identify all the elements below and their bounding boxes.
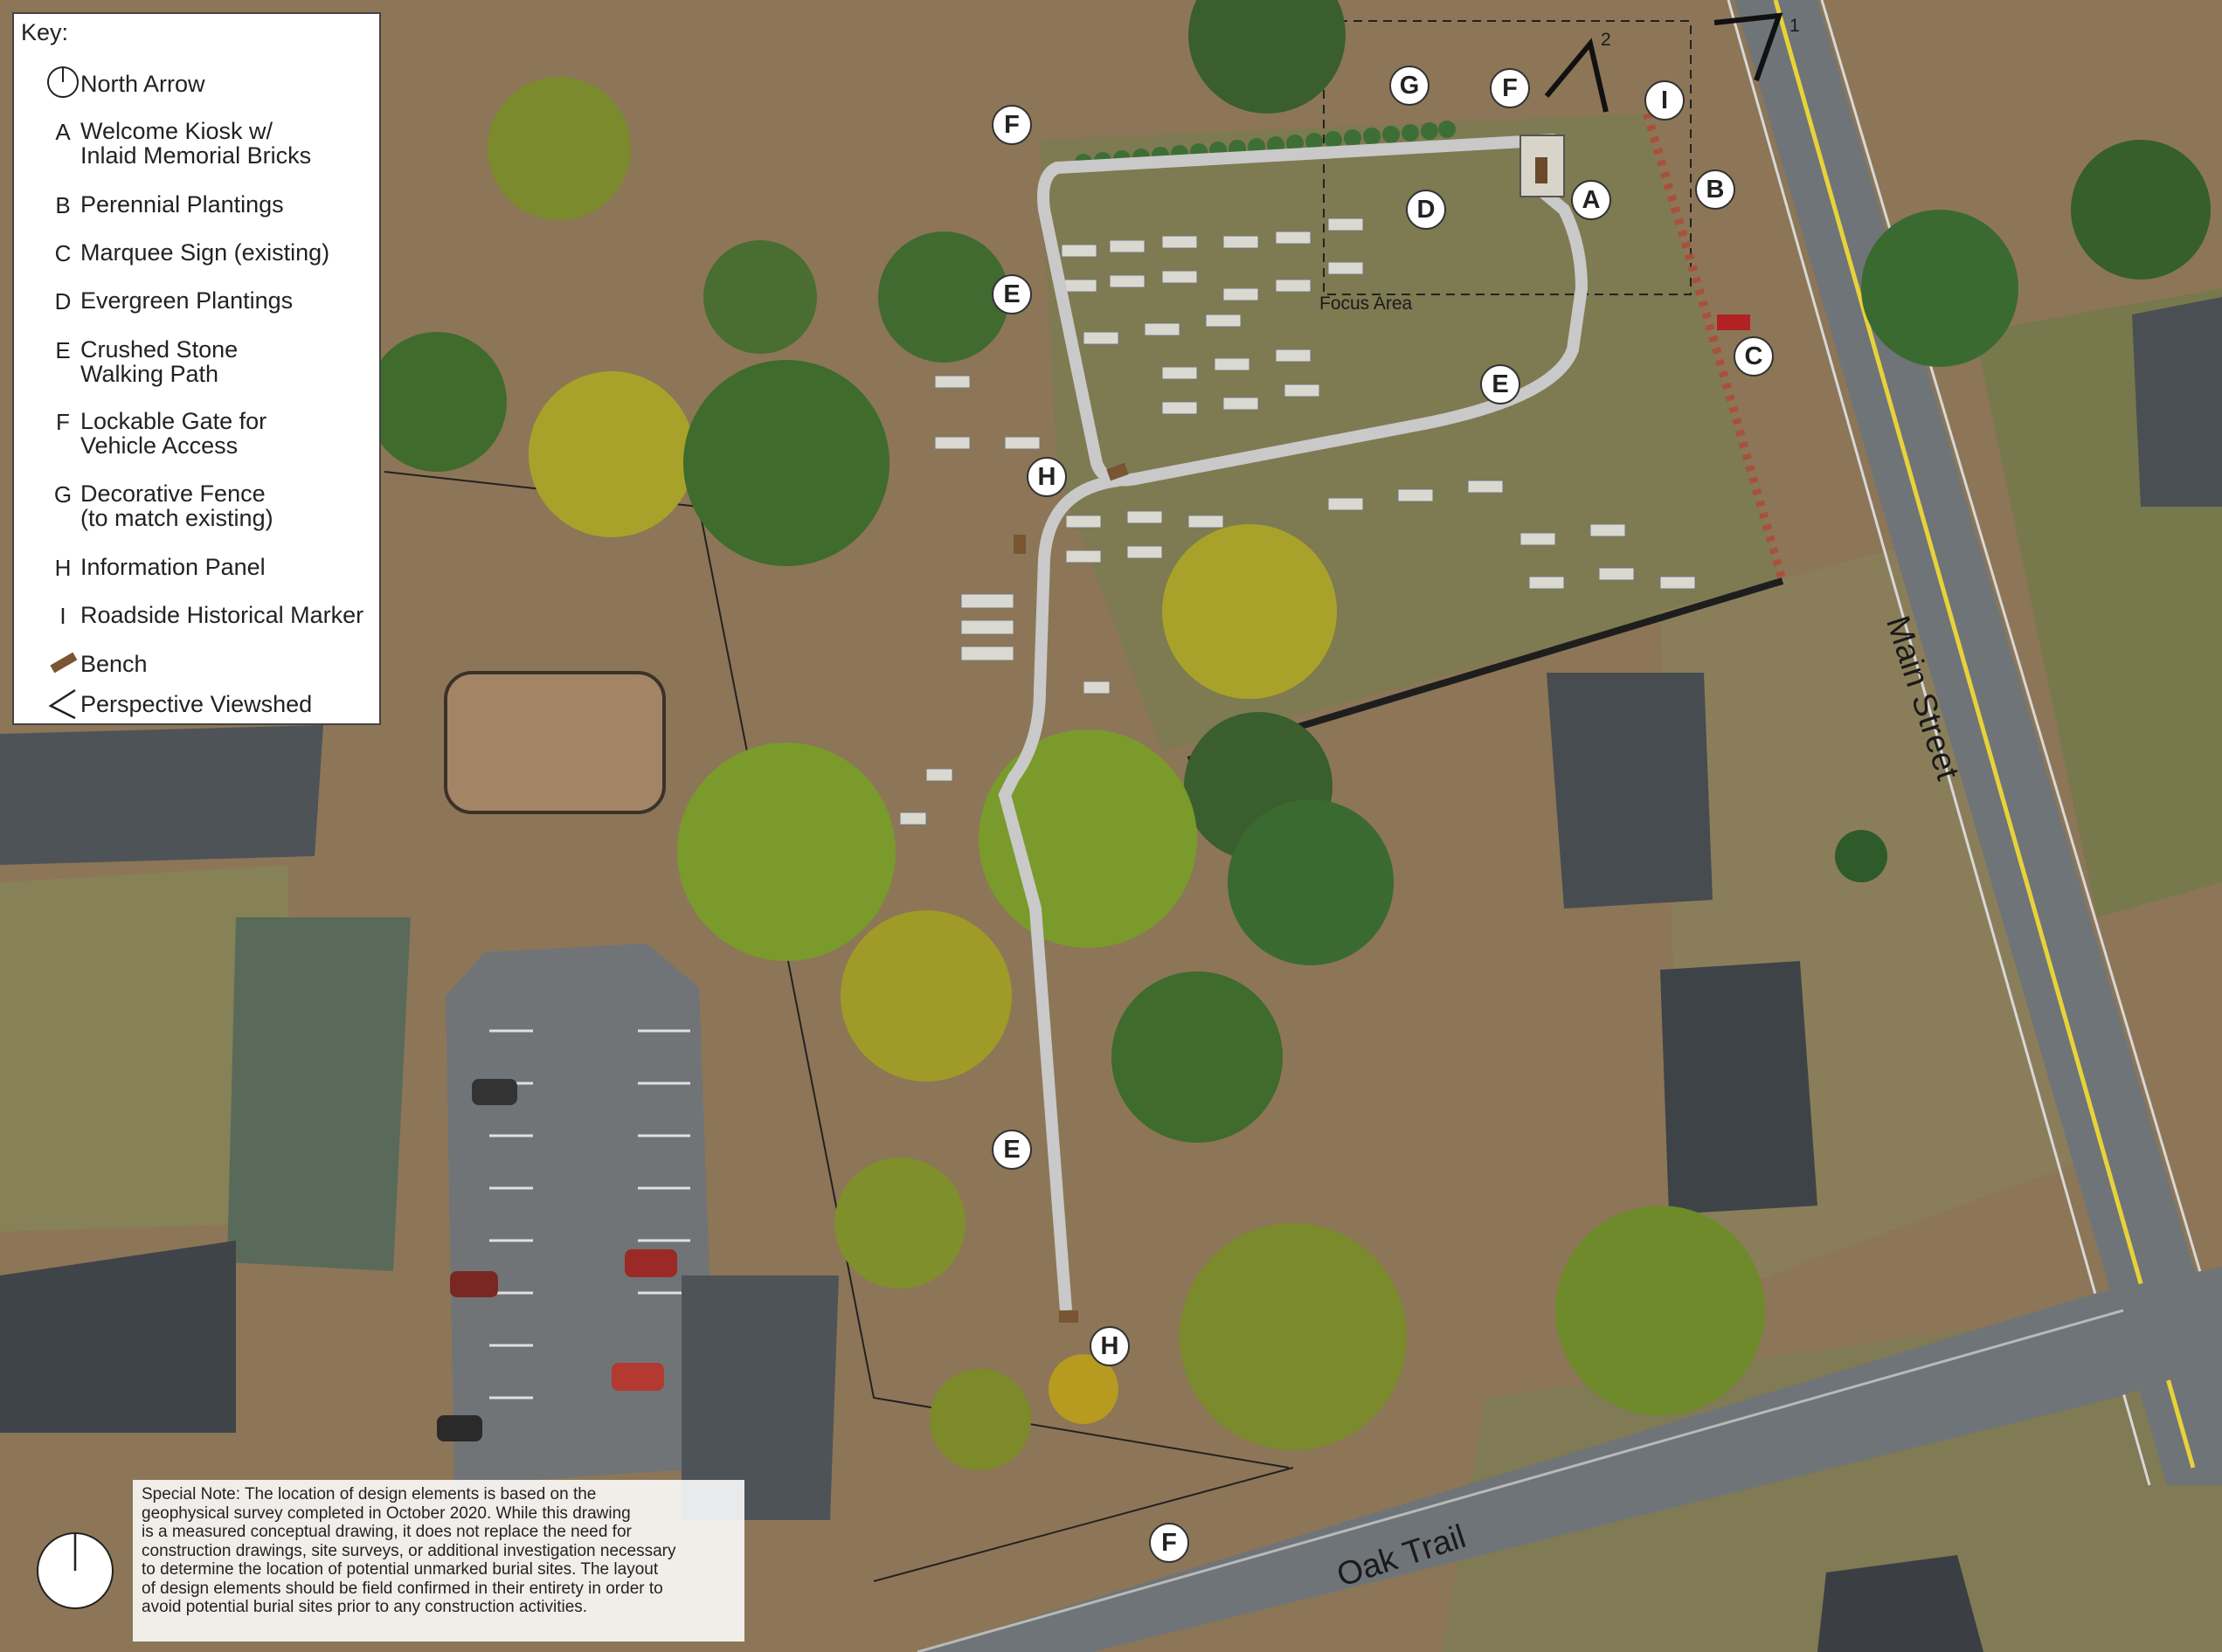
- marker-d[interactable]: D: [1406, 190, 1446, 230]
- legend-symbol: D: [54, 288, 72, 315]
- building-roof: [1547, 673, 1713, 909]
- walking-path: [1037, 134, 1589, 487]
- legend-title: Key:: [21, 19, 69, 45]
- legend-label: Welcome Kiosk w/ Inlaid Memorial Bricks: [80, 118, 312, 169]
- legend-label: Bench: [80, 651, 148, 677]
- legend-label: Perspective Viewshed: [80, 691, 313, 717]
- marker-a[interactable]: A: [1571, 180, 1611, 220]
- focus-area-label: Focus Area: [1319, 294, 1413, 314]
- legend-symbol: C: [54, 240, 72, 266]
- lawn-west: [0, 865, 288, 1232]
- parking-lot: [446, 944, 716, 1485]
- marker-c[interactable]: C: [1734, 336, 1774, 377]
- parking-stripes: [489, 1029, 690, 1400]
- legend-symbol: G: [53, 481, 73, 508]
- legend-label: Information Panel: [80, 554, 266, 580]
- car: [472, 1079, 517, 1105]
- site-boundary-2: [873, 1467, 1294, 1582]
- special-note: Special Note: The location of design ele…: [133, 1480, 744, 1642]
- building-roof: [682, 1275, 839, 1520]
- building-roof: [1817, 1555, 1983, 1652]
- legend-label: Decorative Fence (to match existing): [80, 480, 273, 531]
- marker-b[interactable]: B: [1695, 169, 1735, 210]
- marker-f[interactable]: F: [1149, 1523, 1189, 1563]
- main-street-edge: [1820, 0, 2222, 1346]
- building-roof: [1660, 961, 1817, 1214]
- bench-icon: [50, 652, 78, 674]
- legend-label: Lockable Gate for Vehicle Access: [80, 408, 267, 459]
- marker-e[interactable]: E: [992, 1130, 1032, 1170]
- viewshed-2: [1544, 38, 1609, 113]
- viewshed-1: [1713, 12, 1783, 81]
- legend-label: Perennial Plantings: [80, 191, 284, 218]
- building-roof: [0, 725, 323, 865]
- marker-e[interactable]: E: [1480, 364, 1520, 404]
- car: [450, 1271, 498, 1297]
- marker-h[interactable]: H: [1027, 457, 1067, 497]
- walking-path-branch: [998, 474, 1119, 1311]
- car: [437, 1415, 482, 1441]
- legend-label: Marquee Sign (existing): [80, 239, 330, 266]
- building-roof: [227, 917, 411, 1271]
- play-area: [444, 671, 666, 814]
- marker-e[interactable]: E: [992, 274, 1032, 315]
- trees: [367, 0, 2211, 1470]
- main-street-centerline: [1773, 0, 2196, 1469]
- marker-f[interactable]: F: [1490, 68, 1530, 108]
- legend-symbol: A: [55, 119, 71, 145]
- marker-f[interactable]: F: [992, 105, 1032, 145]
- legend-label: Crushed Stone Walking Path: [80, 336, 239, 387]
- building-roof: [2132, 297, 2222, 507]
- legend-label: Roadside Historical Marker: [80, 602, 364, 628]
- legend-symbol: I: [59, 603, 66, 629]
- bench: [1106, 462, 1129, 481]
- car: [625, 1249, 677, 1277]
- marker-i[interactable]: I: [1644, 80, 1685, 121]
- viewshed-1-label: 1: [1789, 16, 1800, 36]
- legend-symbol: E: [55, 337, 71, 363]
- oak-trail-road: [917, 1267, 2222, 1652]
- bench: [1059, 1310, 1078, 1323]
- marker-g[interactable]: G: [1389, 66, 1429, 106]
- viewshed-2-label: 2: [1601, 30, 1611, 50]
- map-legend: Key: North Arrow A Welcome Kiosk w/ Inla…: [12, 12, 381, 725]
- oak-trail-edge: [917, 1309, 2124, 1652]
- north-arrow-icon: [37, 1532, 114, 1609]
- marquee-sign: [1717, 315, 1750, 330]
- car: [612, 1363, 664, 1391]
- legend-label: North Arrow: [80, 71, 205, 97]
- kiosk-bench: [1535, 157, 1547, 183]
- perennial-plantings: [1643, 112, 1787, 583]
- main-street-road: [1734, 0, 2222, 1485]
- marker-h[interactable]: H: [1090, 1326, 1130, 1366]
- legend-symbol: B: [55, 192, 71, 218]
- north-arrow-icon: [47, 66, 79, 98]
- gravestones: [899, 218, 1696, 826]
- legend-label: Evergreen Plantings: [80, 287, 294, 314]
- building-roof: [0, 1241, 236, 1433]
- viewshed-icon: [48, 688, 76, 720]
- legend-symbol: F: [56, 409, 70, 435]
- bench: [1014, 535, 1026, 554]
- legend-symbol: H: [54, 555, 72, 581]
- main-street-edge-2: [1727, 0, 2151, 1486]
